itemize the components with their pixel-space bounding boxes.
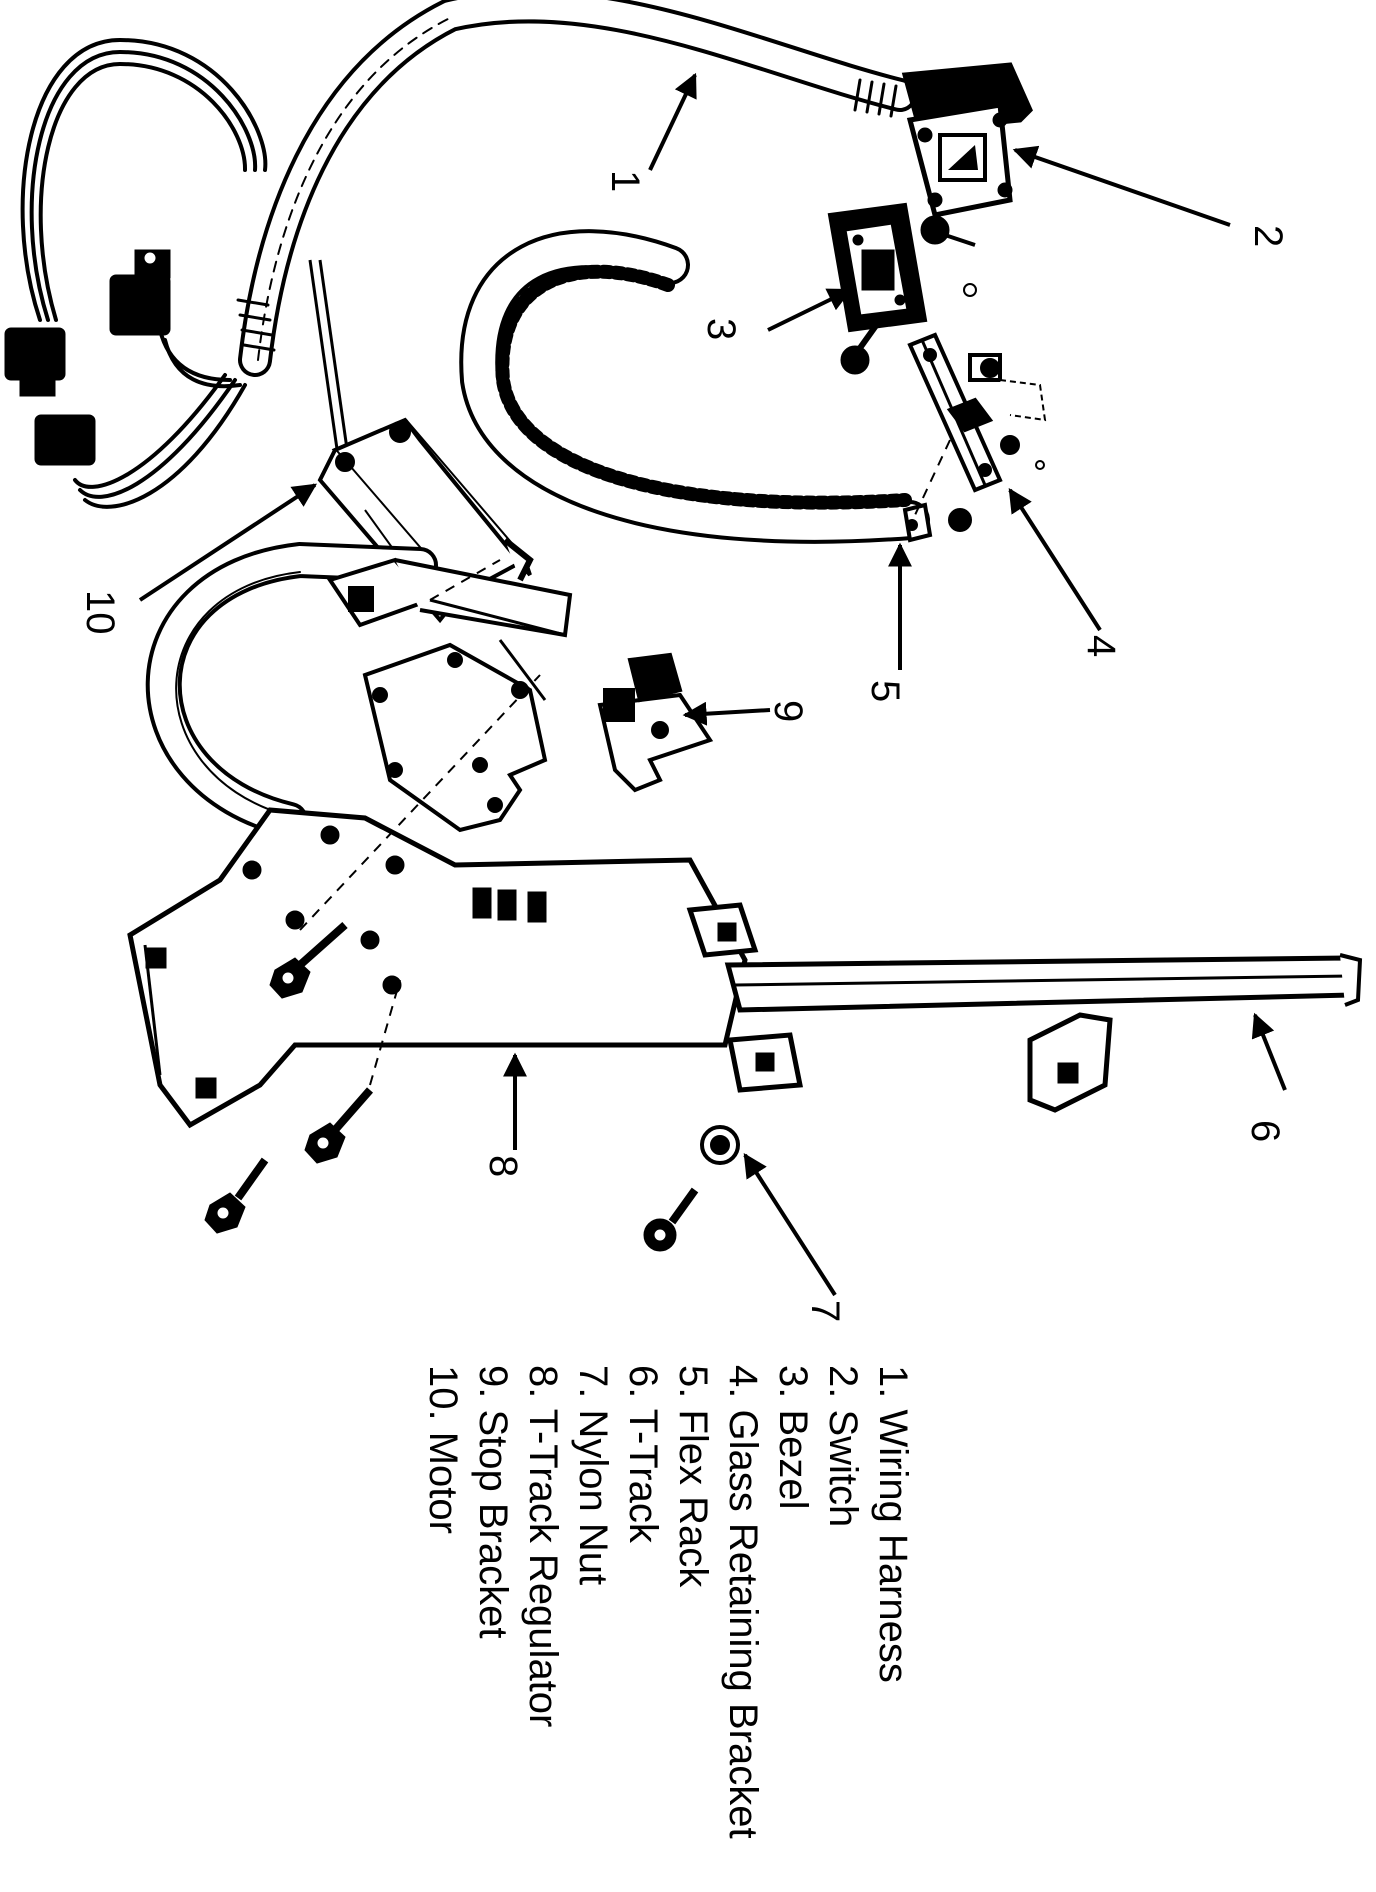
regulator-slide-block xyxy=(326,557,573,638)
screw-icon xyxy=(204,1157,269,1234)
legend-item-wiring-harness: 1. Wiring Harness xyxy=(871,1365,915,1683)
glass-retaining-bracket xyxy=(907,332,1047,532)
legend-item-t-track: 6. T-Track xyxy=(621,1365,665,1544)
legend-item-nylon-nut: 7. Nylon Nut xyxy=(571,1365,615,1585)
callout-8: 8 xyxy=(481,1155,525,1177)
callout-9: 9 xyxy=(766,700,810,722)
screw-icon xyxy=(643,1187,699,1252)
screw-icon xyxy=(304,1087,374,1164)
stop-bracket xyxy=(597,652,714,793)
harness-connectors xyxy=(4,249,171,466)
legend-item-glass-retaining-bracket: 4. Glass Retaining Bracket xyxy=(721,1365,765,1839)
callout-10: 10 xyxy=(78,590,122,635)
nylon-nut xyxy=(700,1125,740,1165)
regulator-drive-plate xyxy=(362,639,548,833)
callout-3: 3 xyxy=(699,318,743,340)
callout-4: 4 xyxy=(1079,635,1123,657)
leader-arrows xyxy=(138,72,1287,1297)
legend-item-bezel: 3. Bezel xyxy=(771,1365,815,1510)
t-track xyxy=(724,953,1363,1113)
callout-labels: 1 2 3 4 5 6 7 8 9 10 xyxy=(78,170,1290,1322)
legend-item-stop-bracket: 9. Stop Bracket xyxy=(471,1365,515,1638)
callout-5: 5 xyxy=(863,680,907,702)
legend-item-motor: 10. Motor xyxy=(421,1365,465,1534)
legend-item-flex-rack: 5. Flex Rack xyxy=(671,1365,715,1588)
switch xyxy=(901,62,1033,247)
parts-legend: 1. Wiring Harness 2. Switch 3. Bezel 4. … xyxy=(421,1365,915,1839)
flex-rack xyxy=(459,229,933,544)
wiring-harness xyxy=(20,0,917,509)
callout-7: 7 xyxy=(803,1300,847,1322)
bezel xyxy=(827,202,977,375)
callout-1: 1 xyxy=(603,170,647,192)
assembly-lines xyxy=(299,439,951,1086)
t-track-regulator-plate xyxy=(127,807,804,1129)
callout-6: 6 xyxy=(1243,1120,1287,1142)
legend-item-switch: 2. Switch xyxy=(821,1365,865,1527)
screw-icon xyxy=(269,922,348,999)
legend-item-t-track-regulator: 8. T-Track Regulator xyxy=(521,1365,565,1727)
regulator-cable xyxy=(145,541,438,838)
callout-2: 2 xyxy=(1246,225,1290,247)
